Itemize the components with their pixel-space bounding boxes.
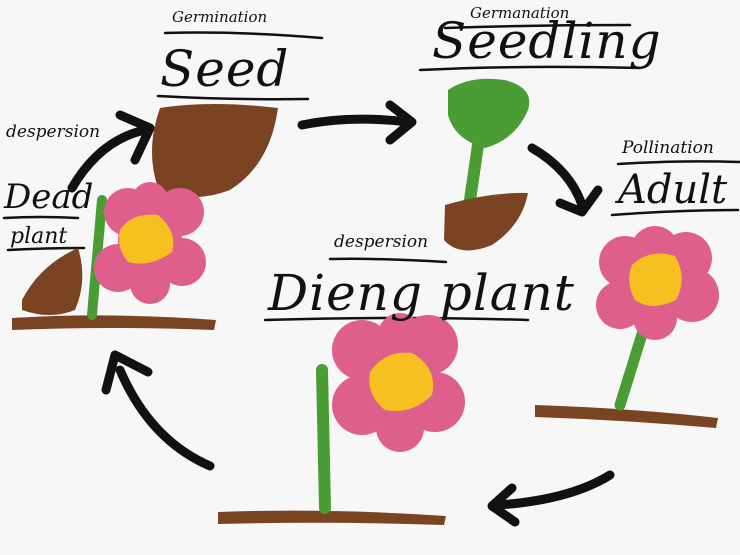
dead-ground [12,315,216,330]
dieing-ground [218,510,446,525]
dead-title-line2: plant [10,224,68,249]
adult-ground [535,405,718,428]
dispersal-note: despersion [6,122,101,142]
arrow-dieing-to-dead-icon [101,350,215,471]
dieing-stem [316,364,331,514]
seed-title: Seed [160,40,290,98]
seedling-stem [464,139,484,206]
arrow-seedling-to-adult-icon [527,143,603,217]
seedling-leaf [448,78,530,148]
seed-shape [151,104,278,198]
dieing-caption: despersion [334,232,429,252]
seedling-title: Seedling [432,12,662,70]
adult-flower [596,226,719,340]
dieing-flower [332,313,465,452]
cycle-arrows [67,100,615,527]
dead-flower [94,182,206,304]
adult-title: Adult [618,167,728,213]
dead-seed [22,248,83,315]
seedling-caption: Germanation [470,4,570,22]
dead-title-line1: Dead [4,177,94,217]
dieing-title: Dieng plant [268,264,575,322]
arrow-adult-to-dieing-icon [487,470,615,527]
underlines [2,23,740,322]
arrow-seed-to-seedling-icon [297,100,417,145]
adult-caption: Pollination [622,138,714,158]
seedling-seed [444,192,528,251]
seed-caption: Germination [172,8,268,26]
arrow-dead-to-seed-icon [67,110,155,193]
